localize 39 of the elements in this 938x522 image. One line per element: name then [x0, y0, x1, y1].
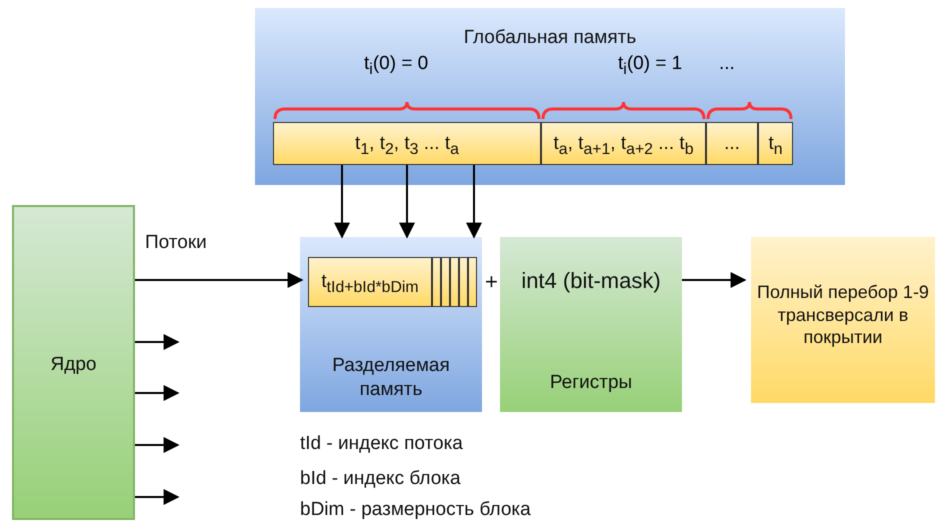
cell-text: ...: [723, 132, 741, 156]
note-text: bId - индекс блока: [300, 468, 461, 490]
note-text: bDim - размерность блока: [300, 499, 531, 521]
memory-cell: [308, 257, 432, 307]
arrow: [135, 272, 304, 288]
plus-sign: +: [485, 269, 498, 295]
panel-title: Регистры: [548, 371, 634, 395]
range-caption: t$_{i}$(0) = 0: [364, 53, 428, 79]
arrow: [466, 165, 482, 239]
memory-cell: [459, 257, 468, 307]
note-text: tId - индекс потока: [300, 433, 463, 455]
memory-panel: [255, 8, 845, 185]
range-caption: ...: [719, 53, 735, 75]
memory-cell: [758, 122, 793, 165]
arrow: [334, 165, 350, 239]
type-label: int4 (bit-mask): [520, 267, 662, 294]
memory-cell: [450, 257, 459, 307]
memory-cell: [432, 257, 441, 307]
arrow: [135, 489, 180, 505]
cell-text: t$_{tId+bId*bDim}$: [320, 270, 420, 298]
cell-text: t$_{1}$, t$_{2}$, t$_{3}$ ... t$_{a}$: [354, 132, 460, 160]
arrow: [135, 334, 180, 350]
panel-title: Глобальная память: [462, 26, 638, 50]
cell-text: t$_{n}$: [767, 132, 784, 160]
cell-text: Полный перебор 1-9 трансверсали в покрытии: [756, 281, 930, 348]
arrow: [135, 385, 180, 401]
arrow: [682, 272, 747, 288]
cell-text: t$_{a}$, t$_{a+1}$, t$_{a+2}$ ... t$_{b}$: [552, 132, 694, 160]
memory-panel: [300, 237, 482, 412]
process-block: [751, 237, 935, 403]
core-block: [12, 205, 135, 520]
panel-title: Разделяемая память: [331, 354, 451, 402]
cell-text: Ядро: [50, 353, 98, 377]
memory-cell: [441, 257, 450, 307]
arrow: [399, 165, 415, 239]
memory-cell: [468, 257, 477, 307]
range-caption: t$_{i}$(0) = 1: [618, 53, 682, 79]
register-block: [500, 237, 682, 412]
arrow: [135, 437, 180, 453]
